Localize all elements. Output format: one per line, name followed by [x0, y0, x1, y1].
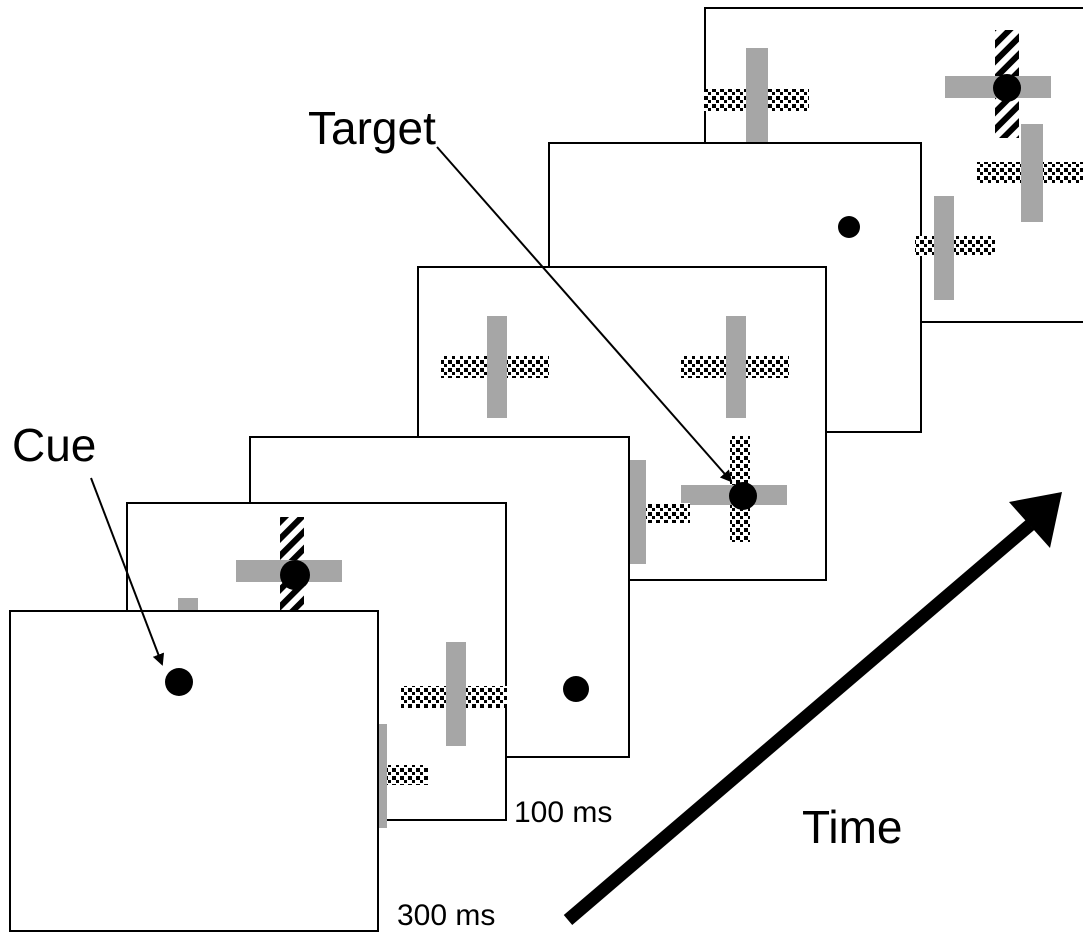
cross-bar: [487, 316, 507, 418]
fixation-dot: [993, 74, 1021, 102]
cue-dot: [165, 668, 193, 696]
cross-bar: [446, 642, 466, 746]
cross-bar: [178, 598, 198, 612]
cross-bar: [934, 196, 954, 300]
cue-label: Cue: [12, 419, 96, 471]
noise-bar: [646, 503, 690, 523]
cross-bar: [1021, 124, 1043, 222]
duration-300-label: 300 ms: [397, 899, 495, 932]
cross-bar: [630, 460, 646, 564]
time-arrow-head: [1009, 492, 1062, 548]
fixation-dot: [563, 676, 589, 702]
duration-100-label: 100 ms: [514, 796, 612, 829]
cross-bar: [746, 48, 768, 144]
cross-bar: [378, 724, 387, 828]
target-label: Target: [308, 102, 436, 154]
target-dot: [729, 482, 757, 510]
target-arrow: [436, 146, 733, 483]
fixation-dot: [280, 560, 310, 590]
frame-1: [9, 610, 379, 932]
time-label: Time: [802, 801, 903, 853]
cross-bar: [726, 316, 746, 418]
noise-bar: [386, 765, 428, 785]
noise-bar: [915, 236, 995, 256]
fixation-dot: [838, 216, 860, 238]
time-arrow-shaft: [563, 520, 1035, 925]
cue-arrow: [90, 477, 165, 666]
